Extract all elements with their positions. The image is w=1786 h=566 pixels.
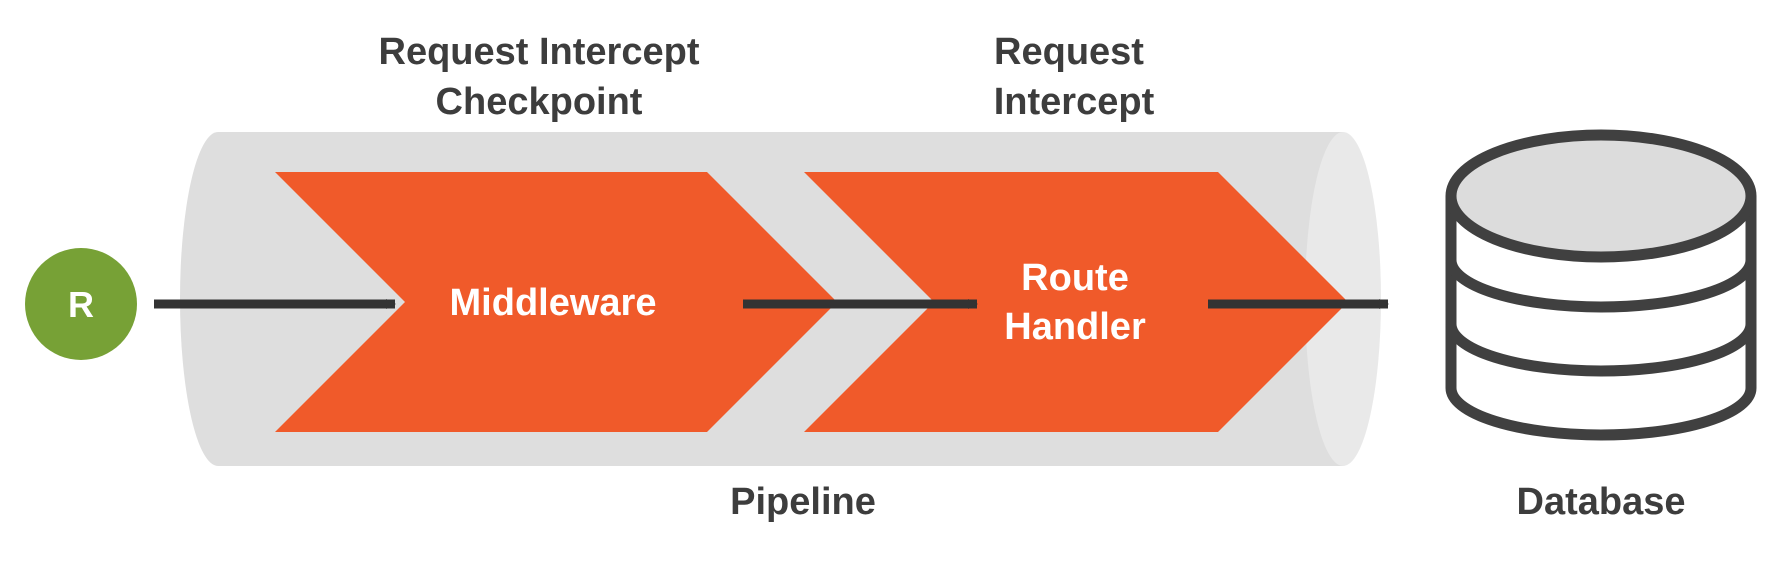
stage-2-title-line-1: Request (994, 31, 1144, 73)
middleware-chevron (275, 172, 837, 432)
request-node: R (25, 248, 137, 360)
database-label: Database (1517, 481, 1686, 523)
route-handler-label-line-2: Handler (1004, 306, 1146, 348)
pipeline-label: Pipeline (730, 481, 876, 523)
request-node-label: R (68, 284, 94, 325)
stage-1-title-line-2: Checkpoint (436, 81, 643, 123)
database-cylinder-icon (1445, 129, 1757, 441)
stage-2-title-line-2: Intercept (994, 81, 1155, 123)
route-handler-label-line-1: Route (1021, 257, 1129, 299)
stage-1-title-line-1: Request Intercept (379, 31, 700, 73)
request-circle-icon (25, 248, 137, 360)
middleware-label: Middleware (450, 282, 657, 324)
pipeline-left-cap (180, 132, 256, 466)
route-handler-chevron (804, 172, 1348, 432)
